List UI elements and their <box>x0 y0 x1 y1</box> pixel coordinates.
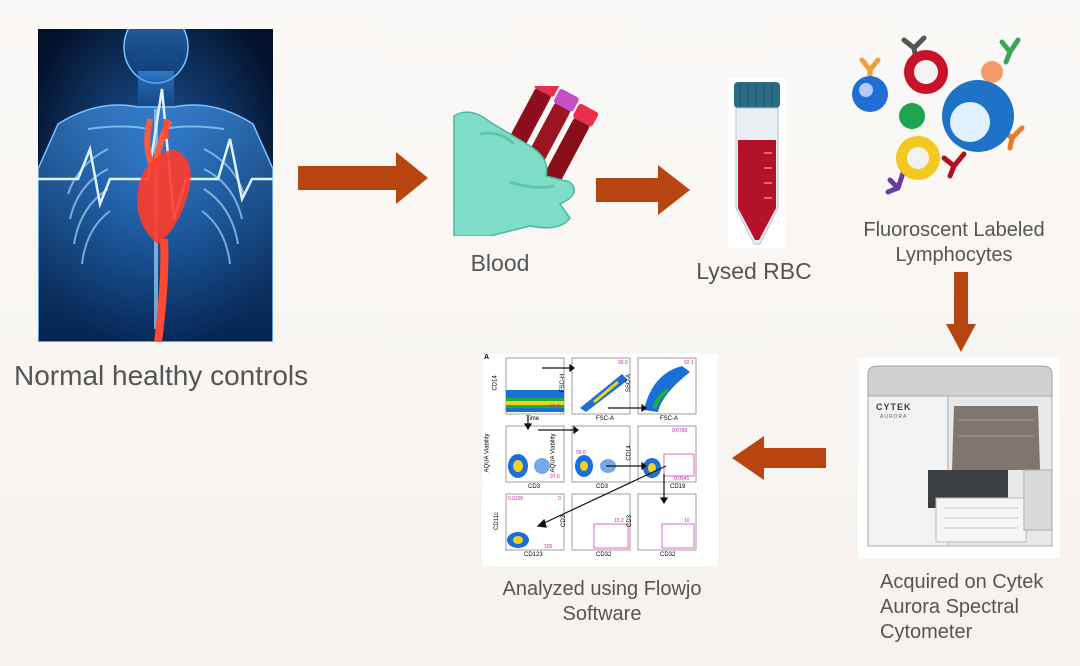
row2-y2-label: AQUA Viability <box>550 433 557 473</box>
row1-x1-label: Time <box>526 416 540 422</box>
flowjo-analysis-image: A CD14 Time 99.2 FSC-H FSC-A 93.9 SSC-A … <box>482 354 718 566</box>
cytek-model: AURORA <box>880 414 908 420</box>
row2-v2: 99.6 <box>576 450 586 456</box>
row1-v1: 99.2 <box>550 404 560 410</box>
row1-y1-label: CD14 <box>492 375 499 391</box>
flowjo-label-line1: Analyzed using Flowjo <box>502 578 702 600</box>
blood-tubes-image <box>450 86 620 236</box>
row3-y2-label: CD3 <box>561 514 568 528</box>
row3-v2: 15.2 <box>614 518 624 524</box>
lymphocytes-image <box>842 30 1042 195</box>
cytek-label-line2: Aurora Spectral <box>880 596 1019 618</box>
human-body-image <box>38 29 273 342</box>
flowjo-label: Analyzed using Flowjo Software <box>482 577 722 627</box>
cytek-label: Acquired on Cytek Aurora Spectral Cytome… <box>880 570 1075 645</box>
blood-label: Blood <box>470 250 530 276</box>
cytek-brand: CYTEK <box>876 402 912 412</box>
row3-y3-label: CD3 <box>627 514 634 528</box>
row3-x1-label: CD123 <box>524 552 543 558</box>
row1-v3: 92.1 <box>684 360 694 366</box>
row2-y3-label: CD14 <box>626 445 633 461</box>
cytek-label-line3: Cytometer <box>880 621 973 643</box>
cytek-label-line1: Acquired on Cytek <box>880 571 1044 593</box>
row2-v3b: 0.0541 <box>674 476 690 482</box>
controls-label: Normal healthy controls <box>14 360 309 391</box>
flow-arrow-cytek-to-flowjo <box>732 436 826 480</box>
flow-arrow-blood-to-lysed <box>596 165 690 215</box>
lymphocytes-label: Fluoroscent Labeled Lymphocytes <box>846 218 1062 268</box>
row2-x1-label: CD3 <box>528 484 541 490</box>
row2-v1: 97.6 <box>550 474 560 480</box>
flowjo-label-line2: Software <box>562 603 642 625</box>
row2-v3a: 0.0789 <box>672 428 688 434</box>
row3-y1-label: CD11c <box>493 512 500 530</box>
row3-v3: 10 <box>684 518 690 524</box>
row3-v1a: 0.0295 <box>508 496 524 502</box>
row2-y1-label: AQUA Viability <box>484 433 491 473</box>
row2-x2-label: CD3 <box>596 484 609 490</box>
lymphocytes-label-line1: Fluoroscent Labeled <box>863 219 1045 241</box>
row3-v1b: 0 <box>558 496 561 502</box>
row1-x3-label: FSC-A <box>660 416 678 422</box>
row1-y3-label: SSC-A <box>626 373 633 393</box>
lymphocytes-label-line2: Lymphocytes <box>895 244 1013 266</box>
flowjo-panel-letter: A <box>484 354 490 361</box>
flow-arrow-lymphocytes-to-cytek <box>946 272 976 352</box>
row3-v1c: 105 <box>544 544 553 550</box>
row2-x3-label: CD19 <box>670 484 686 490</box>
row1-y2-label: FSC-H <box>560 373 567 393</box>
lysed-rbc-label: Lysed RBC <box>696 258 812 284</box>
row1-v2: 93.9 <box>618 360 628 366</box>
flow-arrow-controls-to-blood <box>298 152 428 204</box>
row3-x3-label: CD32 <box>660 552 676 558</box>
lysed-rbc-tube-image <box>728 78 786 248</box>
row1-x2-label: FSC-A <box>596 416 614 422</box>
row3-x2-label: CD32 <box>596 552 612 558</box>
cytometer-image: CYTEK AURORA <box>858 358 1060 558</box>
